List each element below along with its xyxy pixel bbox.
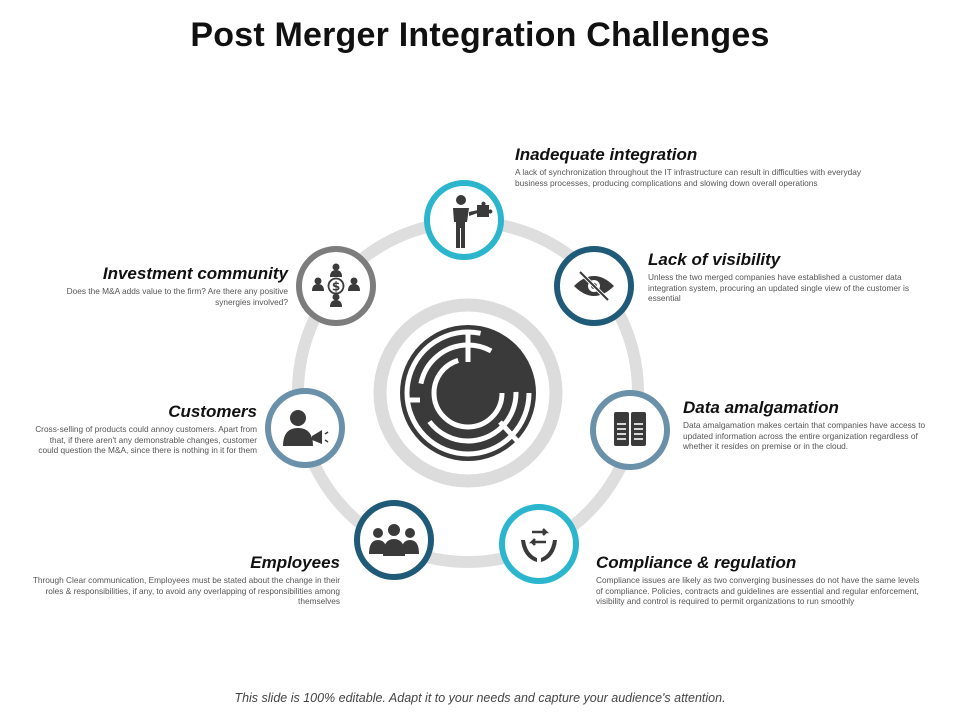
label-lack-of-visibility: Lack of visibility Unless the two merged… bbox=[648, 250, 938, 304]
label-investment-community: Investment community Does the M&A adds v… bbox=[50, 264, 288, 307]
eye-hidden-icon bbox=[574, 270, 614, 302]
hands-exchange-icon bbox=[521, 528, 557, 562]
node-ring bbox=[265, 388, 345, 468]
label-description: Through Clear communication, Employees m… bbox=[32, 575, 340, 607]
node-inadequate-integration bbox=[424, 180, 504, 260]
label-employees: Employees Through Clear communication, E… bbox=[30, 553, 340, 607]
node-investment-community: $ bbox=[296, 246, 376, 326]
label-description: Cross-selling of products could annoy cu… bbox=[35, 424, 257, 456]
label-title: Investment community bbox=[102, 264, 288, 283]
node-employees bbox=[354, 500, 434, 580]
node-ring bbox=[590, 390, 670, 470]
customer-megaphone-icon bbox=[283, 410, 329, 446]
team-icon bbox=[369, 524, 419, 556]
label-description: Does the M&A adds value to the firm? Are… bbox=[66, 286, 288, 307]
investors-dollar-icon: $ bbox=[312, 263, 360, 307]
node-compliance-regulation bbox=[499, 504, 579, 584]
label-compliance-regulation: Compliance & regulation Compliance issue… bbox=[596, 553, 921, 607]
label-customers: Customers Cross-selling of products coul… bbox=[30, 402, 257, 456]
label-description: A lack of synchronization throughout the… bbox=[515, 167, 862, 188]
label-title: Customers bbox=[168, 402, 257, 421]
label-title: Compliance & regulation bbox=[596, 553, 797, 572]
label-inadequate-integration: Inadequate integration A lack of synchro… bbox=[515, 145, 875, 188]
label-data-amalgamation: Data amalgamation Data amalgamation make… bbox=[683, 398, 928, 452]
label-title: Lack of visibility bbox=[648, 250, 781, 269]
open-book-icon bbox=[614, 412, 646, 446]
page-title: Post Merger Integration Challenges bbox=[190, 16, 770, 54]
maze-target-icon bbox=[373, 298, 563, 488]
businessman-puzzle-icon bbox=[453, 195, 493, 248]
label-description: Compliance issues are likely as two conv… bbox=[596, 575, 920, 607]
footer-note: This slide is 100% editable. Adapt it to… bbox=[234, 691, 726, 705]
node-ring bbox=[499, 504, 579, 584]
label-description: Data amalgamation makes certain that com… bbox=[683, 420, 926, 452]
label-title: Data amalgamation bbox=[683, 398, 839, 417]
node-lack-of-visibility bbox=[554, 246, 634, 326]
label-title: Inadequate integration bbox=[515, 145, 698, 164]
node-customers bbox=[265, 388, 345, 468]
label-description: Unless the two merged companies have est… bbox=[648, 272, 910, 304]
dollar-icon: $ bbox=[332, 280, 340, 294]
label-title: Employees bbox=[250, 553, 340, 572]
node-data-amalgamation bbox=[590, 390, 670, 470]
